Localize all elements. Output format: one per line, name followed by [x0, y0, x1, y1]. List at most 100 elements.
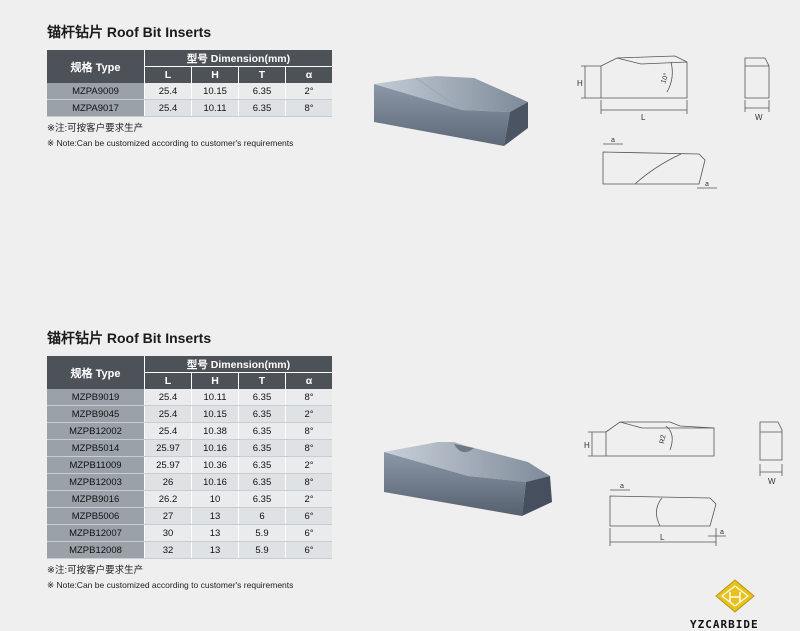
label-angle: 10°: [659, 72, 670, 85]
label-a-bottom: a: [720, 529, 724, 536]
header-type: 规格 Type: [47, 356, 145, 389]
label-w: W: [768, 477, 776, 486]
col-header-h: H: [191, 66, 239, 83]
cell-l: 25.97: [144, 456, 192, 474]
note-chinese: ※注:可按客户要求生产: [47, 123, 144, 134]
cell-l: 25.97: [144, 439, 192, 457]
cell-l: 26: [144, 473, 192, 491]
cell-type: MZPB12003: [47, 473, 145, 491]
cell-alpha: 2°: [285, 405, 332, 423]
cell-type: MZPA9017: [47, 99, 145, 117]
cell-type: MZPB9045: [47, 405, 145, 423]
cell-t: 6.35: [238, 389, 286, 406]
cell-t: 6.35: [238, 83, 286, 100]
label-w: W: [755, 113, 763, 122]
cell-h: 13: [191, 541, 239, 559]
cell-alpha: 8°: [285, 422, 332, 440]
cell-alpha: 2°: [285, 83, 332, 100]
label-h: H: [577, 79, 583, 88]
cell-h: 10.11: [191, 99, 239, 117]
label-radius: R2: [659, 434, 667, 444]
header-dimension: 型号 Dimension(mm): [144, 50, 332, 67]
cell-h: 10.15: [191, 83, 239, 100]
cell-h: 10.16: [191, 439, 239, 457]
note-english: ※ Note:Can be customized according to cu…: [47, 580, 294, 590]
cell-alpha: 2°: [285, 490, 332, 508]
cell-h: 10: [191, 490, 239, 508]
col-header-t: T: [238, 66, 286, 83]
cell-type: MZPB12007: [47, 524, 145, 542]
cell-type: MZPA9009: [47, 83, 145, 100]
spec-table: 规格 Type 型号 Dimension(mm) L H T α MZPB901…: [47, 356, 332, 559]
cell-l: 25.4: [144, 389, 192, 406]
col-header-t: T: [238, 372, 286, 389]
cell-t: 6: [238, 507, 286, 525]
cell-l: 25.4: [144, 99, 192, 117]
col-header-l: L: [144, 66, 192, 83]
col-header-l: L: [144, 372, 192, 389]
cell-h: 13: [191, 524, 239, 542]
cell-h: 13: [191, 507, 239, 525]
cell-type: MZPB12008: [47, 541, 145, 559]
cell-t: 6.35: [238, 405, 286, 423]
cell-t: 6.35: [238, 422, 286, 440]
brand-name: YZCARBIDE: [690, 618, 759, 631]
cell-type: MZPB5014: [47, 439, 145, 457]
label-a-top: a: [620, 483, 624, 490]
cell-alpha: 6°: [285, 524, 332, 542]
col-header-alpha: α: [285, 372, 332, 389]
cell-alpha: 2°: [285, 456, 332, 474]
cell-t: 5.9: [238, 524, 286, 542]
cell-t: 6.35: [238, 490, 286, 508]
cell-l: 25.4: [144, 83, 192, 100]
cell-alpha: 8°: [285, 439, 332, 457]
cell-l: 30: [144, 524, 192, 542]
cell-t: 6.35: [238, 439, 286, 457]
header-dimension: 型号 Dimension(mm): [144, 356, 332, 373]
col-header-h: H: [191, 372, 239, 389]
cell-l: 27: [144, 507, 192, 525]
cell-alpha: 8°: [285, 389, 332, 406]
label-a-bottom: a: [705, 181, 709, 188]
cell-h: 10.38: [191, 422, 239, 440]
section-roof-bit-inserts-b: 锚杆钻片 Roof Bit Inserts 规格 Type 型号 Dimensi…: [47, 328, 332, 591]
cell-type: MZPB5006: [47, 507, 145, 525]
cell-type: MZPB9016: [47, 490, 145, 508]
cell-l: 25.4: [144, 405, 192, 423]
header-type: 规格 Type: [47, 50, 145, 83]
cell-h: 10.36: [191, 456, 239, 474]
cell-type: MZPB11009: [47, 456, 145, 474]
section-title: 锚杆钻片 Roof Bit Inserts: [47, 330, 212, 346]
spec-table: 规格 Type 型号 Dimension(mm) L H T α MZPA900…: [47, 50, 332, 117]
cell-alpha: 8°: [285, 99, 332, 117]
product-image-insert-b: [384, 442, 552, 516]
cell-alpha: 6°: [285, 541, 332, 559]
note-english: ※ Note:Can be customized according to cu…: [47, 138, 294, 148]
cell-h: 10.16: [191, 473, 239, 491]
label-h: H: [584, 441, 590, 450]
cell-alpha: 6°: [285, 507, 332, 525]
section-roof-bit-inserts-a: 锚杆钻片 Roof Bit Inserts 规格 Type 型号 Dimensi…: [47, 22, 332, 149]
section-title: 锚杆钻片 Roof Bit Inserts: [47, 24, 212, 40]
label-l: L: [660, 533, 665, 542]
brand-logo-icon: [715, 579, 755, 613]
cell-type: MZPB9019: [47, 389, 145, 406]
cell-l: 26.2: [144, 490, 192, 508]
cell-l: 25.4: [144, 422, 192, 440]
col-header-alpha: α: [285, 66, 332, 83]
technical-drawing-a: H L 10° W a a: [577, 55, 770, 189]
technical-drawing-b: H R2 W a a L: [584, 421, 783, 546]
label-a-top: a: [611, 137, 615, 144]
note-chinese: ※注:可按客户要求生产: [47, 565, 144, 576]
product-image-insert-a: [374, 76, 528, 146]
